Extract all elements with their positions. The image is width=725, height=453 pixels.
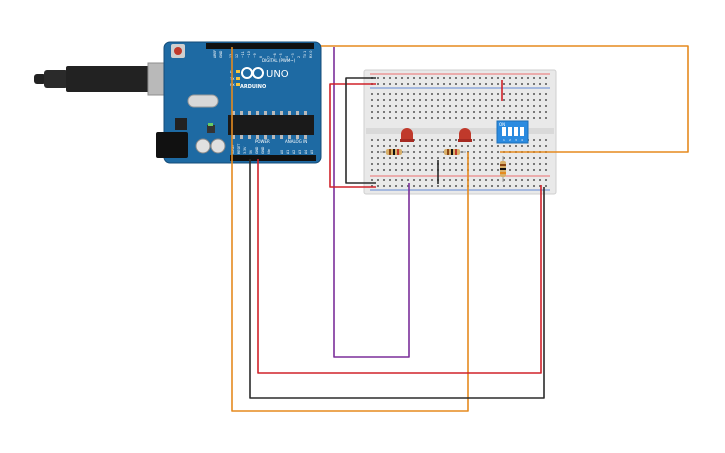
svg-text:~6: ~6 [273,53,277,58]
svg-text:RESET: RESET [237,144,241,154]
led-2 [458,128,472,142]
svg-text:A5: A5 [310,150,314,154]
wire-black-left[interactable] [345,77,376,184]
svg-text:~3: ~3 [291,53,295,58]
svg-text:A0: A0 [280,150,284,154]
power-jack [156,132,188,158]
svg-text:12: 12 [235,54,239,58]
wire-red-left[interactable] [329,83,376,188]
dip-number-4: 4 [521,138,523,142]
wire-orange-bottom[interactable] [231,47,469,412]
svg-text:GND: GND [255,146,259,154]
resistor-2 [438,149,466,155]
svg-text:IOREF: IOREF [231,144,235,154]
dip-number-1: 1 [503,138,505,142]
atmega-chip [228,115,314,135]
arduino-logo [241,67,264,79]
svg-text:GND: GND [219,50,223,58]
svg-text:3.3V: 3.3V [243,146,247,154]
usb-cable [34,62,175,96]
wire-purple[interactable] [333,47,410,358]
svg-text:GND: GND [261,146,265,154]
top-pin-labels: AREF GND 13 12 ~11 ~10 ~9 8 7 ~6 ~5 4 ~3… [213,50,313,59]
board-model: UNO [266,69,289,80]
svg-text:~5: ~5 [279,53,283,58]
label-l: L [230,70,232,74]
svg-text:7: 7 [267,56,271,58]
svg-text:AREF: AREF [213,50,217,58]
svg-text:~10: ~10 [247,51,251,58]
dip-number-3: 3 [515,138,517,142]
resistor-3 [500,156,506,182]
svg-text:5V: 5V [249,149,253,154]
led-1 [400,128,414,142]
power-label: POWER [255,139,270,144]
svg-text:A3: A3 [298,150,302,154]
svg-text:~11: ~11 [241,51,245,58]
breadboard-holes [371,77,547,187]
arduino-board: UNO ARDUINO DIGITAL (PWM~) POWER ANALOG … [156,41,322,164]
dip-number-2: 2 [509,138,511,142]
wire-orange-top[interactable] [321,45,689,153]
svg-text:RX 0: RX 0 [309,51,313,58]
svg-text:A2: A2 [292,150,296,154]
svg-text:13: 13 [229,54,233,58]
resistor-1 [380,149,408,155]
svg-text:TX 1: TX 1 [303,51,307,59]
svg-text:~9: ~9 [253,53,257,58]
analog-label: ANALOG IN [285,139,307,144]
svg-text:A1: A1 [286,150,290,154]
digital-label: DIGITAL (PWM~) [262,58,296,63]
wire-black-bottom[interactable] [249,159,545,399]
dip-switch[interactable]: ON 1 2 3 4 [496,120,529,144]
digital-header [206,43,314,49]
svg-text:Vin: Vin [267,149,271,154]
wire-red-bottom[interactable] [257,159,542,374]
svg-text:A4: A4 [304,150,308,154]
svg-text:4: 4 [285,56,289,58]
dip-switch-label: ON [499,122,505,127]
svg-text:8: 8 [259,56,263,58]
power-analog-header [230,155,316,161]
board-brand: ARDUINO [240,84,266,90]
bottom-pin-labels: IOREF RESET 3.3V 5V GND GND Vin A0 A1 A2… [231,144,314,154]
svg-text:2: 2 [297,56,301,58]
